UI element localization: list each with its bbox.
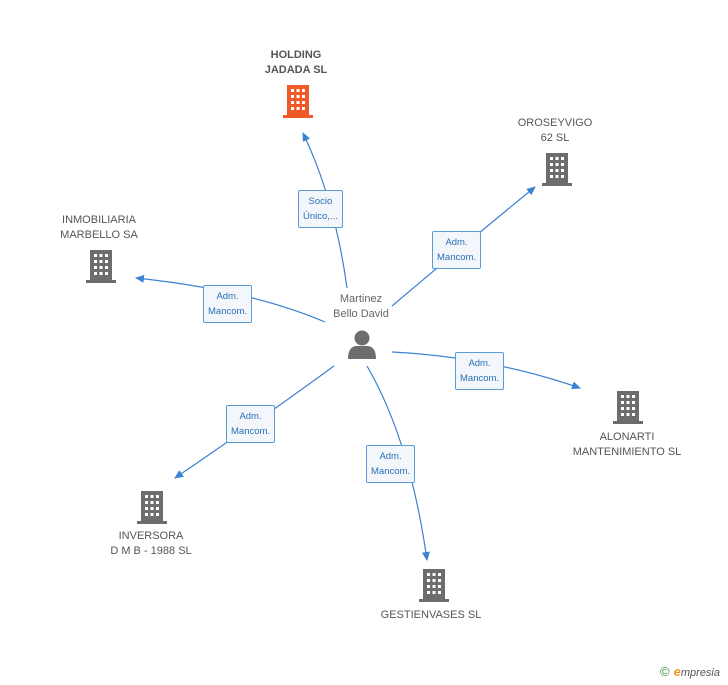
building-icon-inmobiliaria[interactable] xyxy=(85,249,117,283)
edge-label-inmobiliaria-line2: Mancom. xyxy=(208,306,248,317)
building-icon-alonarti[interactable] xyxy=(612,390,644,424)
node-label-alonarti-line2: MANTENIMIENTO SL xyxy=(572,446,682,458)
node-label-inversora[interactable]: INVERSORA D M B - 1988 SL xyxy=(110,529,191,559)
edge-label-gestienvases-line1: Adm. xyxy=(379,451,402,462)
node-label-inversora-line1: INVERSORA xyxy=(118,530,184,542)
building-icon-oroseyvigo[interactable] xyxy=(541,152,573,186)
edge-label-inversora-line2: Mancom. xyxy=(231,426,271,437)
person-icon[interactable] xyxy=(348,330,376,360)
node-label-oroseyvigo[interactable]: OROSEYVIGO 62 SL xyxy=(518,116,593,146)
edge-label-gestienvases[interactable]: Adm. Mancom. xyxy=(366,445,416,483)
building-icon-holding[interactable] xyxy=(282,84,314,118)
node-label-inversora-line2: D M B - 1988 SL xyxy=(110,545,192,557)
edge-label-oroseyvigo[interactable]: Adm. Mancom. xyxy=(432,231,482,269)
node-label-inmobiliaria-line2: MARBELLO SA xyxy=(60,229,138,241)
edge-label-holding-line2: Único,... xyxy=(303,211,338,222)
person-name-line2: Bello David xyxy=(333,308,389,320)
node-label-alonarti-line1: ALONARTI xyxy=(599,431,655,443)
building-icon-gestienvases[interactable] xyxy=(418,568,450,602)
node-label-oroseyvigo-line2: 62 SL xyxy=(540,132,570,144)
person-name-label[interactable]: Martinez Bello David xyxy=(333,292,389,322)
edge-label-oroseyvigo-line1: Adm. xyxy=(445,237,468,248)
edge-label-gestienvases-line2: Mancom. xyxy=(371,466,411,477)
person-name-line1: Martinez xyxy=(339,293,383,305)
footer-brand[interactable]: ©empresia xyxy=(660,664,720,679)
edge-label-alonarti-line1: Adm. xyxy=(468,358,491,369)
node-label-holding-line2: JADADA SL xyxy=(264,64,328,76)
edge-label-inmobiliaria[interactable]: Adm. Mancom. xyxy=(203,285,253,323)
node-label-inmobiliaria[interactable]: INMOBILIARIA MARBELLO SA xyxy=(60,213,138,243)
node-label-holding[interactable]: HOLDING JADADA SL xyxy=(265,48,328,78)
node-label-gestienvases-line1: GESTIENVASES SL xyxy=(380,609,482,621)
edge-label-inversora-line1: Adm. xyxy=(239,411,262,422)
copyright-icon: © xyxy=(660,664,670,679)
edge-label-inmobiliaria-line1: Adm. xyxy=(216,291,239,302)
edge-label-inversora[interactable]: Adm. Mancom. xyxy=(226,405,276,443)
edge-label-oroseyvigo-line2: Mancom. xyxy=(437,252,477,263)
edge-label-alonarti[interactable]: Adm. Mancom. xyxy=(455,352,505,390)
node-label-gestienvases[interactable]: GESTIENVASES SL xyxy=(381,608,482,623)
node-label-oroseyvigo-line1: OROSEYVIGO xyxy=(517,117,593,129)
node-label-holding-line1: HOLDING xyxy=(270,49,322,61)
edge-label-alonarti-line2: Mancom. xyxy=(460,373,500,384)
edge-label-holding-line1: Socio xyxy=(308,196,333,207)
building-icon-inversora[interactable] xyxy=(136,490,168,524)
brand-name: mpresia xyxy=(680,667,720,679)
brand-logo: empresia xyxy=(673,664,720,679)
node-label-alonarti[interactable]: ALONARTI MANTENIMIENTO SL xyxy=(573,430,682,460)
brand-initial: e xyxy=(673,664,681,679)
node-label-inmobiliaria-line1: INMOBILIARIA xyxy=(62,214,136,226)
edge-label-holding[interactable]: Socio Único,... xyxy=(298,190,343,228)
